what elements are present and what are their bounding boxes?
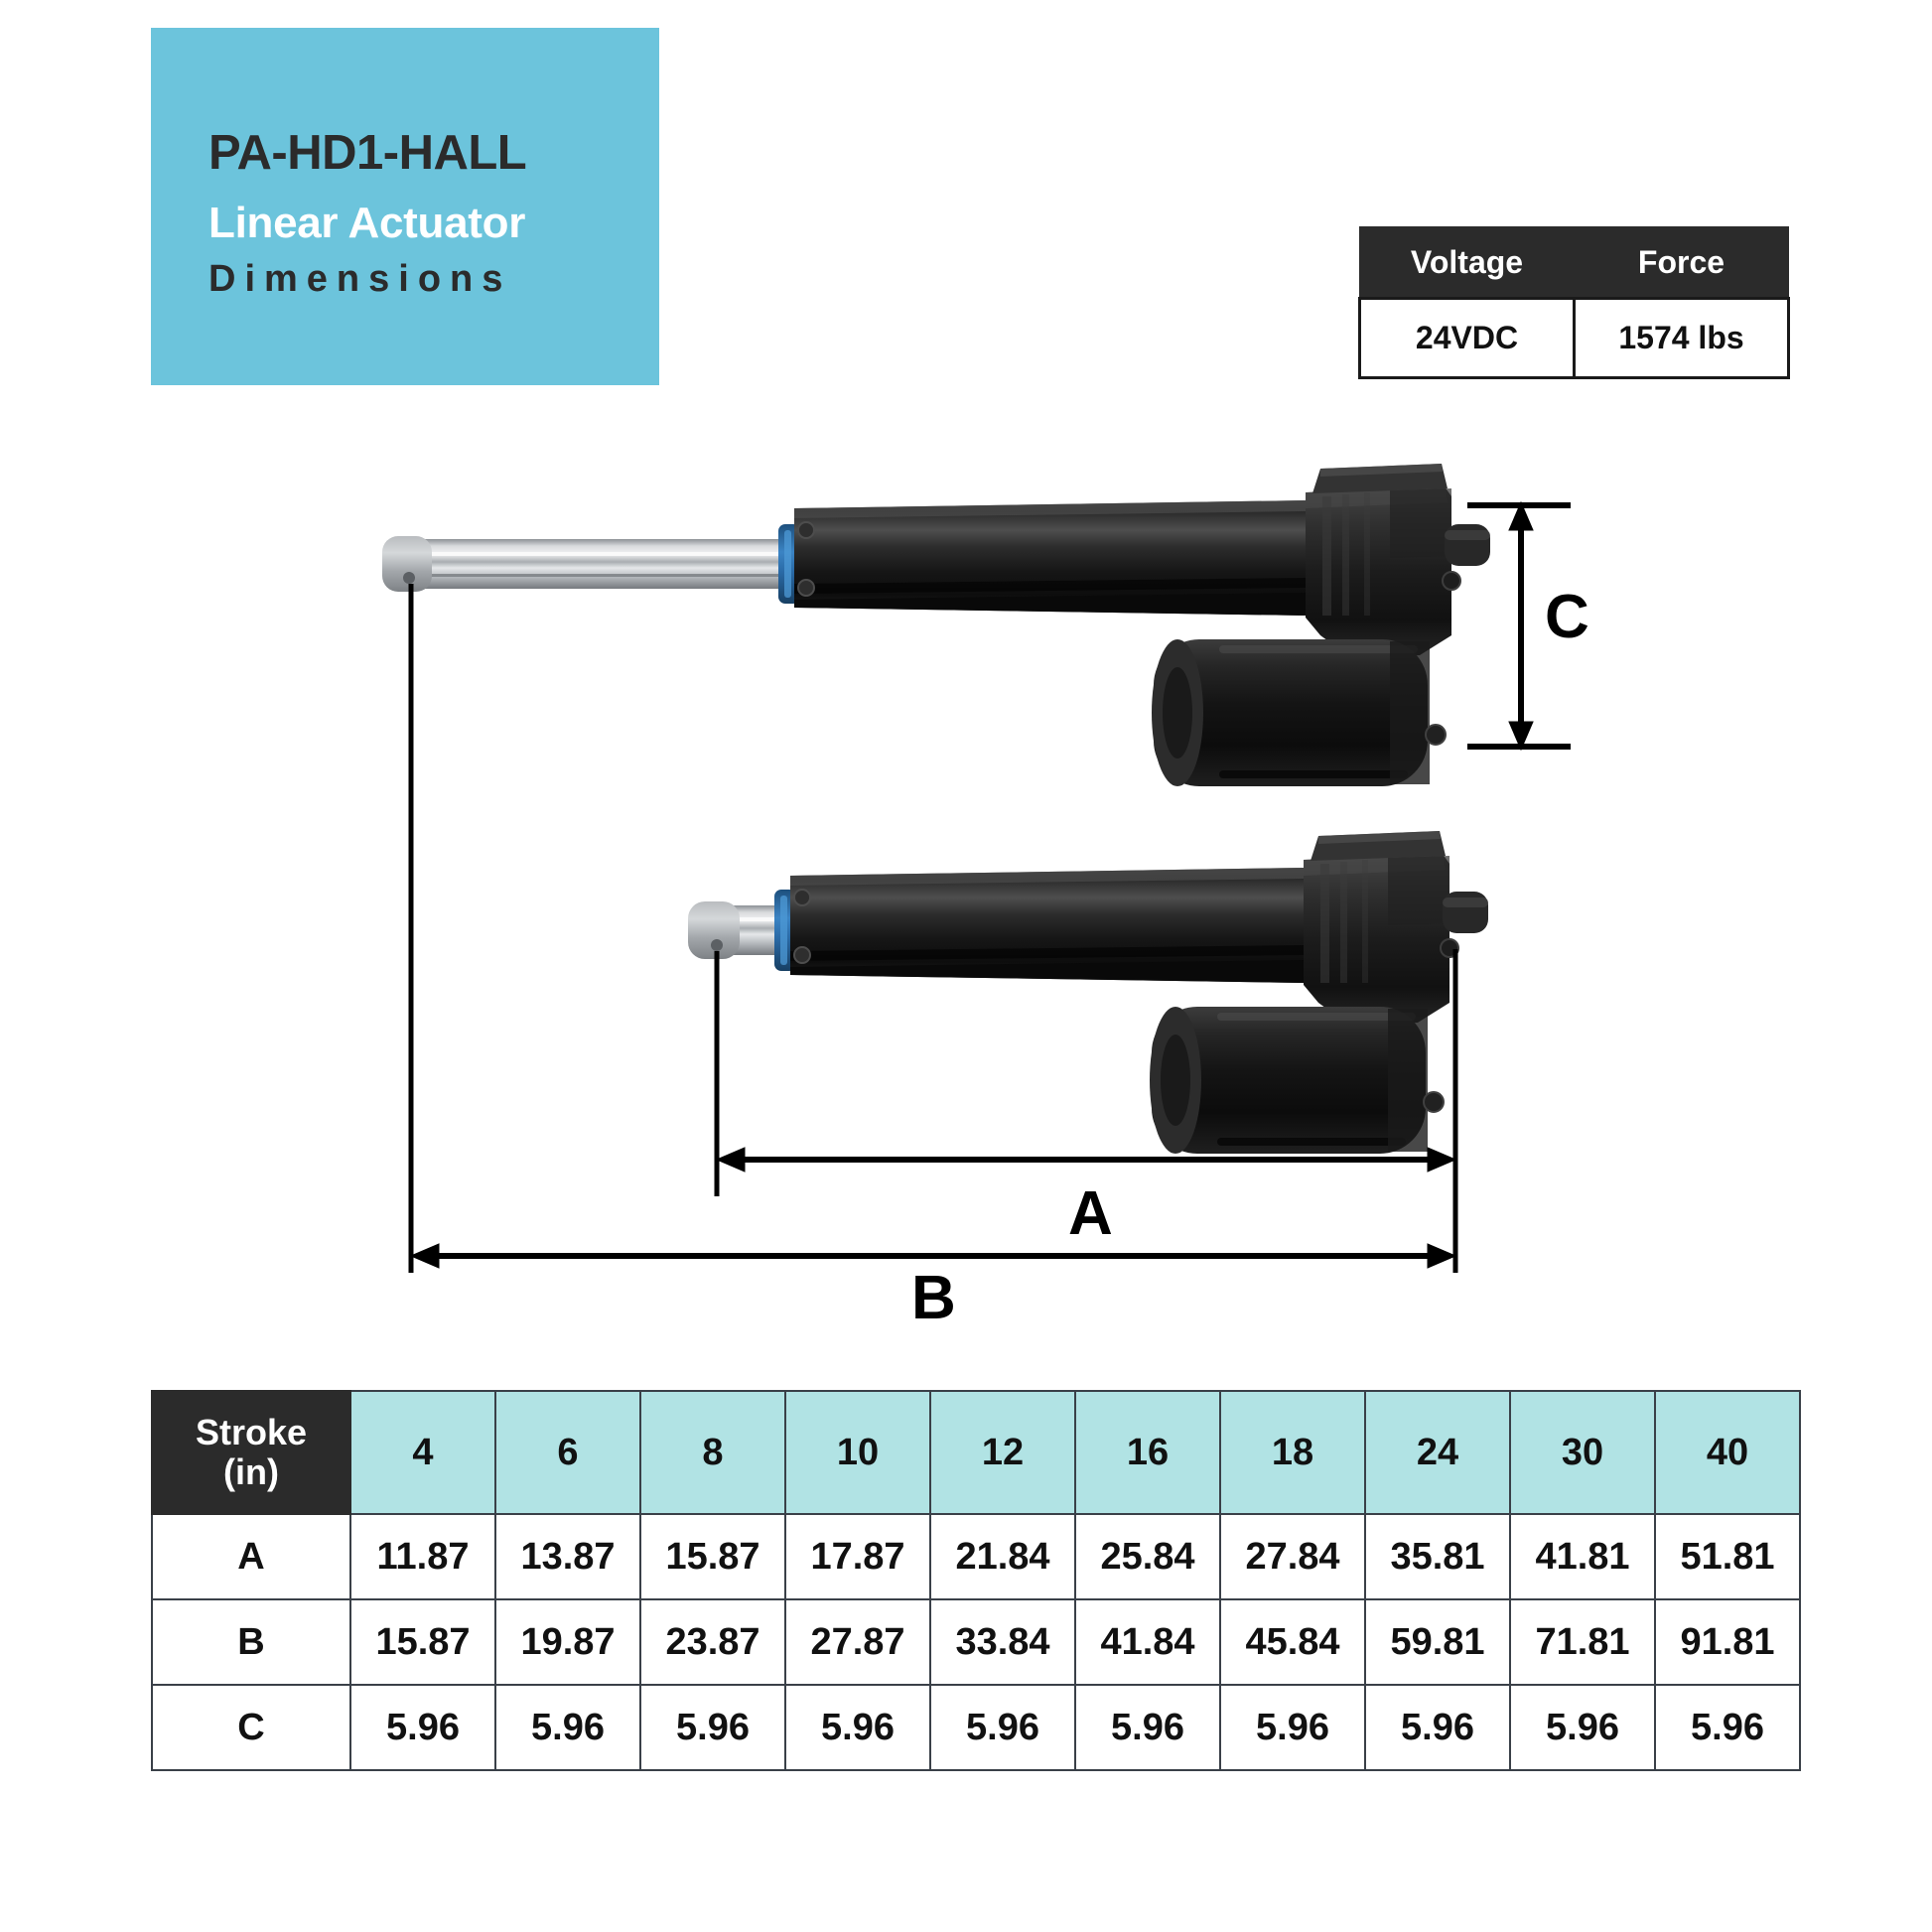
stroke-size-18: 18 bbox=[1219, 1390, 1366, 1515]
cell-c-8: 5.96 bbox=[639, 1684, 786, 1771]
cell-c-24: 5.96 bbox=[1364, 1684, 1511, 1771]
stroke-dimension-table: Stroke (in) 4 6 8 10 12 16 18 24 30 40 A… bbox=[151, 1390, 1801, 1771]
cell-b-24: 59.81 bbox=[1364, 1598, 1511, 1686]
cell-c-30: 5.96 bbox=[1509, 1684, 1656, 1771]
spec-header-voltage: Voltage bbox=[1359, 226, 1575, 299]
dimension-label-b: B bbox=[911, 1264, 956, 1332]
cell-a-30: 41.81 bbox=[1509, 1513, 1656, 1600]
cell-c-6: 5.96 bbox=[494, 1684, 641, 1771]
stroke-size-24: 24 bbox=[1364, 1390, 1511, 1515]
actuator-body bbox=[794, 500, 1306, 616]
spec-value-voltage: 24VDC bbox=[1358, 297, 1576, 379]
stroke-size-12: 12 bbox=[929, 1390, 1076, 1515]
cell-a-16: 25.84 bbox=[1074, 1513, 1221, 1600]
cell-a-12: 21.84 bbox=[929, 1513, 1076, 1600]
cell-c-16: 5.96 bbox=[1074, 1684, 1221, 1771]
dimension-label-c: C bbox=[1545, 583, 1589, 651]
cell-a-4: 11.87 bbox=[349, 1513, 496, 1600]
cell-b-6: 19.87 bbox=[494, 1598, 641, 1686]
table-row: A 11.87 13.87 15.87 17.87 21.84 25.84 27… bbox=[151, 1513, 1801, 1600]
dimension-lines bbox=[408, 500, 1571, 1273]
rod-end-cap bbox=[382, 536, 432, 592]
table-row: B 15.87 19.87 23.87 27.87 33.84 41.84 45… bbox=[151, 1598, 1801, 1686]
spec-table-header-row: Voltage Force bbox=[1359, 226, 1789, 299]
cell-a-40: 51.81 bbox=[1654, 1513, 1801, 1600]
cell-b-10: 27.87 bbox=[784, 1598, 931, 1686]
stroke-header-line2: (in) bbox=[223, 1451, 279, 1492]
stroke-size-40: 40 bbox=[1654, 1390, 1801, 1515]
dc-motor bbox=[1150, 1007, 1445, 1154]
row-label-b: B bbox=[151, 1598, 351, 1686]
stroke-table-header-row: Stroke (in) 4 6 8 10 12 16 18 24 30 40 bbox=[151, 1390, 1801, 1515]
cell-c-18: 5.96 bbox=[1219, 1684, 1366, 1771]
table-row: C 5.96 5.96 5.96 5.96 5.96 5.96 5.96 5.9… bbox=[151, 1684, 1801, 1771]
page-title: PA-HD1-HALL bbox=[208, 126, 527, 180]
cell-c-4: 5.96 bbox=[349, 1684, 496, 1771]
cell-b-4: 15.87 bbox=[349, 1598, 496, 1686]
stroke-size-6: 6 bbox=[494, 1390, 641, 1515]
gearbox-housing bbox=[1304, 831, 1449, 1025]
rod-collar bbox=[778, 524, 800, 604]
document-subtitle: Dimensions bbox=[208, 257, 512, 300]
cell-c-10: 5.96 bbox=[784, 1684, 931, 1771]
dimension-a bbox=[714, 949, 1458, 1196]
header-banner: PA-HD1-HALL Linear Actuator Dimensions bbox=[151, 28, 659, 385]
gearbox-housing bbox=[1306, 464, 1451, 657]
cell-b-16: 41.84 bbox=[1074, 1598, 1221, 1686]
piston-rod-retracted bbox=[688, 901, 776, 959]
stroke-size-8: 8 bbox=[639, 1390, 786, 1515]
spec-table-value-row: 24VDC 1574 lbs bbox=[1358, 297, 1790, 379]
dc-motor bbox=[1152, 639, 1447, 786]
product-type-label: Linear Actuator bbox=[208, 198, 526, 247]
cell-a-8: 15.87 bbox=[639, 1513, 786, 1600]
stroke-size-30: 30 bbox=[1509, 1390, 1656, 1515]
actuator-extended bbox=[382, 464, 1490, 786]
stroke-size-16: 16 bbox=[1074, 1390, 1221, 1515]
dimension-b bbox=[408, 584, 1458, 1273]
actuator-retracted bbox=[688, 831, 1488, 1154]
cell-b-18: 45.84 bbox=[1219, 1598, 1366, 1686]
cell-b-40: 91.81 bbox=[1654, 1598, 1801, 1686]
cell-a-10: 17.87 bbox=[784, 1513, 931, 1600]
spec-value-force: 1574 lbs bbox=[1573, 297, 1790, 379]
stroke-size-10: 10 bbox=[784, 1390, 931, 1515]
spec-table: Voltage Force 24VDC 1574 lbs bbox=[1358, 226, 1790, 379]
stroke-size-4: 4 bbox=[349, 1390, 496, 1515]
actuator-body bbox=[790, 868, 1304, 983]
row-label-a: A bbox=[151, 1513, 351, 1600]
cell-c-12: 5.96 bbox=[929, 1684, 1076, 1771]
piston-rod-extended bbox=[382, 536, 794, 592]
cell-b-30: 71.81 bbox=[1509, 1598, 1656, 1686]
dimension-label-a: A bbox=[1068, 1179, 1113, 1248]
cell-b-12: 33.84 bbox=[929, 1598, 1076, 1686]
spec-header-force: Force bbox=[1574, 226, 1789, 299]
cell-a-6: 13.87 bbox=[494, 1513, 641, 1600]
cell-c-40: 5.96 bbox=[1654, 1684, 1801, 1771]
rod-end-cap bbox=[688, 901, 740, 959]
rod-collar bbox=[774, 890, 796, 971]
stroke-header-cell: Stroke (in) bbox=[151, 1390, 351, 1515]
cell-b-8: 23.87 bbox=[639, 1598, 786, 1686]
stroke-header-line1: Stroke bbox=[195, 1411, 308, 1452]
row-label-c: C bbox=[151, 1684, 351, 1771]
mounting-clevis bbox=[1440, 892, 1488, 958]
cell-a-24: 35.81 bbox=[1364, 1513, 1511, 1600]
mounting-clevis bbox=[1442, 524, 1490, 591]
cell-a-18: 27.84 bbox=[1219, 1513, 1366, 1600]
